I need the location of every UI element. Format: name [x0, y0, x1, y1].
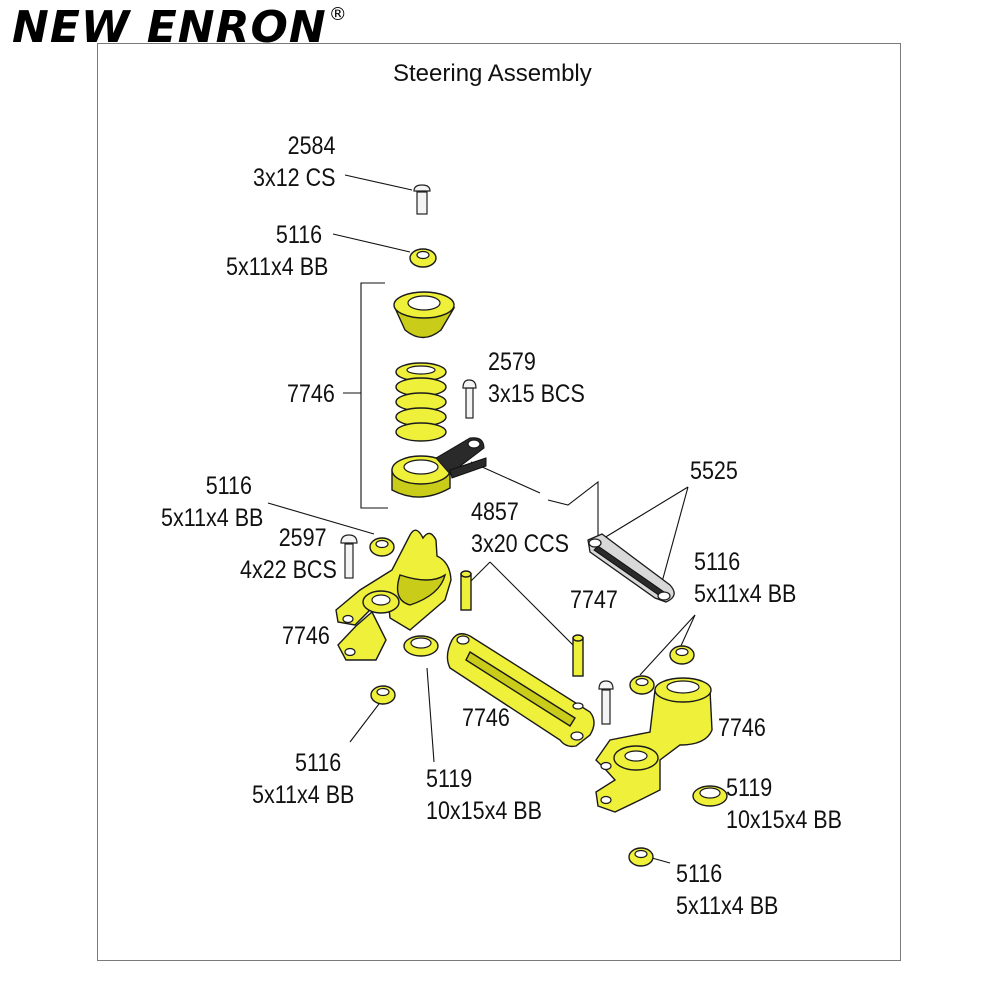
part-spec: 4x22 BCS	[240, 556, 337, 584]
part-number: 7746	[282, 622, 330, 650]
servo-saver-spring	[395, 362, 447, 442]
part-spec: 3x12 CS	[253, 164, 336, 192]
part-spec: 3x20 CCS	[471, 530, 569, 558]
label-5119-left: 5119 10x15x4 BB	[426, 763, 542, 827]
part-number: 5116	[205, 472, 252, 500]
part-number: 7746	[462, 704, 510, 732]
label-5525: 5525	[690, 455, 738, 487]
bearing-5116-right-b	[669, 645, 695, 665]
label-5116-left: 5116 5x11x4 BB	[161, 470, 263, 534]
label-2579: 2579 3x15 BCS	[488, 346, 585, 410]
screw-2597	[340, 534, 358, 579]
part-spec: 10x15x4 BB	[426, 797, 542, 825]
screw-right	[598, 680, 614, 725]
label-7746-saver: 7746	[287, 378, 335, 410]
bellcrank-left	[335, 529, 452, 661]
label-4857: 4857 3x20 CCS	[471, 496, 569, 560]
part-number: 2584	[287, 132, 336, 160]
part-number: 5116	[676, 860, 723, 888]
leader-lines	[267, 174, 727, 864]
label-5116-lower-right: 5116 5x11x4 BB	[676, 858, 778, 922]
part-number: 4857	[471, 498, 519, 526]
diagram-title: Steering Assembly	[393, 60, 592, 87]
label-7746-mid: 7746	[462, 702, 510, 734]
diagram-frame	[97, 43, 901, 961]
part-number: 7746	[718, 714, 766, 742]
label-7746-right: 7746	[718, 712, 766, 744]
bearing-5116-lower-left	[370, 685, 396, 705]
screw-4857-b	[572, 634, 584, 677]
label-2597: 2597 4x22 BCS	[240, 522, 337, 586]
servo-saver-horn	[391, 437, 487, 498]
label-5116-top: 5116 5x11x4 BB	[226, 219, 328, 283]
screw-4857-a	[460, 570, 472, 611]
brand-name: NEW ENRON	[12, 2, 327, 53]
servo-saver-cap	[393, 291, 456, 339]
drag-link	[446, 633, 595, 748]
label-2584: 2584 3x12 CS	[253, 130, 335, 194]
part-number: 5119	[426, 765, 473, 793]
part-number: 5116	[295, 749, 342, 777]
part-number: 5119	[726, 774, 773, 802]
steering-link-7747	[587, 533, 675, 603]
label-5116-link: 5116 5x11x4 BB	[694, 546, 796, 610]
part-number: 5116	[275, 221, 323, 249]
bearing-5116-right-a	[629, 675, 655, 695]
part-number: 5116	[694, 548, 741, 576]
part-number: 5525	[690, 457, 738, 485]
part-spec: 5x11x4 BB	[161, 504, 264, 532]
label-5119-right: 5119 10x15x4 BB	[726, 772, 842, 836]
bellcrank-right	[595, 677, 713, 813]
part-spec: 5x11x4 BB	[252, 781, 355, 809]
part-number: 2579	[488, 348, 536, 376]
label-7746-left: 7746	[282, 620, 330, 652]
bearing-5119-left	[403, 635, 439, 657]
bearing-5116-top	[409, 248, 437, 268]
part-number: 7746	[287, 380, 335, 408]
part-number: 2597	[278, 524, 327, 552]
part-spec: 5x11x4 BB	[694, 580, 797, 608]
bearing-5116-lower-right	[628, 847, 654, 867]
part-spec: 5x11x4 BB	[676, 892, 779, 920]
bearing-5119-right	[692, 785, 728, 807]
screw-2584	[413, 184, 431, 215]
screw-2579	[462, 379, 477, 419]
label-7747: 7747	[570, 584, 618, 616]
part-spec: 3x15 BCS	[488, 380, 585, 408]
part-number: 7747	[570, 586, 618, 614]
registered-mark: ®	[328, 4, 348, 25]
part-spec: 10x15x4 BB	[726, 806, 842, 834]
brand-logo: NEW ENRON®	[12, 6, 348, 50]
part-spec: 5x11x4 BB	[226, 253, 329, 281]
bearing-5116-left	[369, 537, 395, 557]
label-5116-lower-left: 5116 5x11x4 BB	[252, 747, 354, 811]
